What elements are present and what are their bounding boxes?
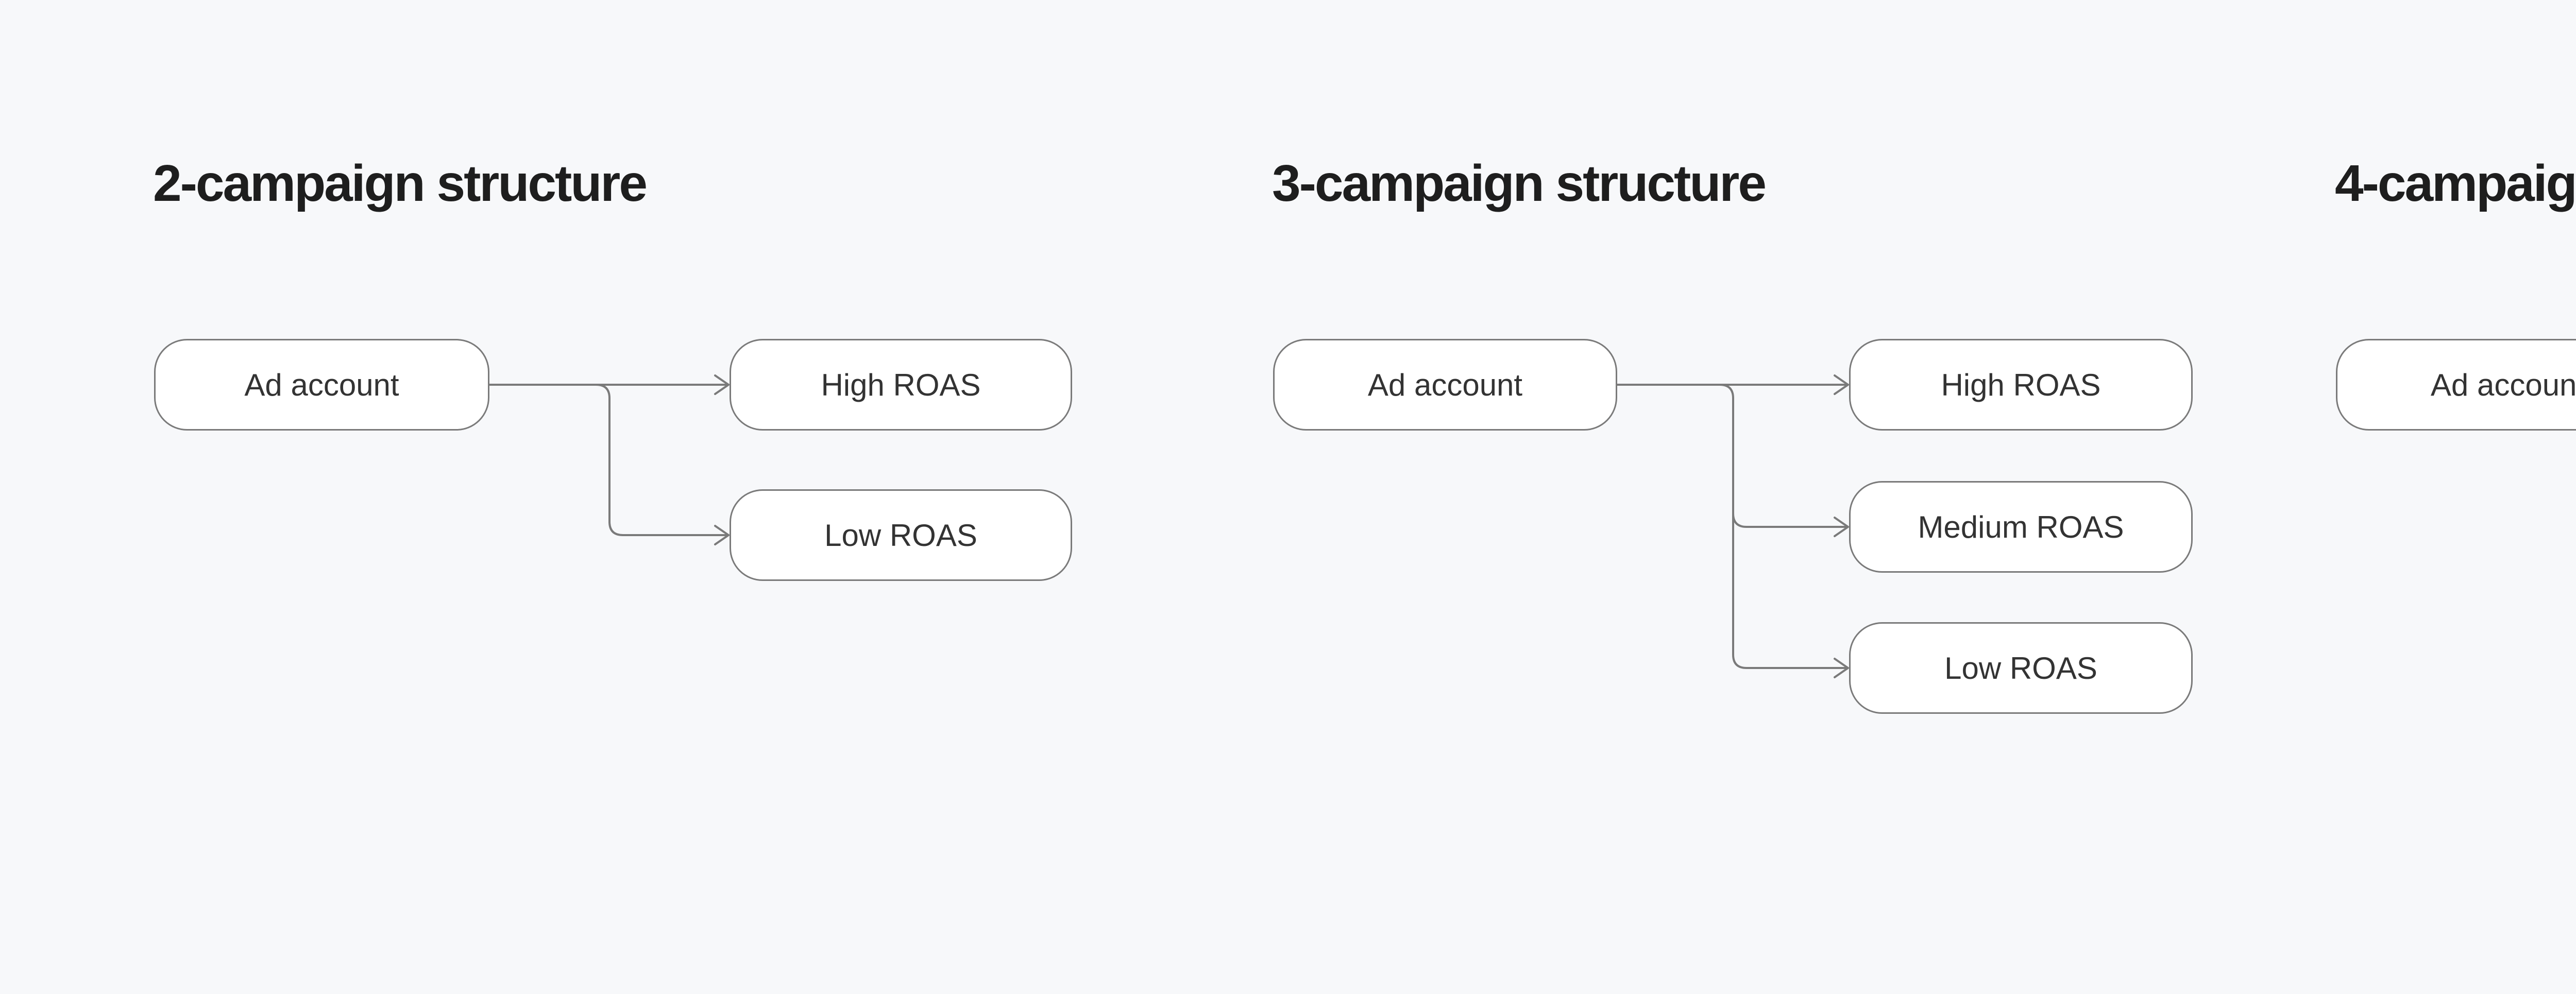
node-low-roas: Low ROAS bbox=[730, 489, 1072, 581]
edge-arrowhead-icon bbox=[1834, 374, 1849, 395]
diagram-title-3-campaign-structure: 3-campaign structure bbox=[1272, 155, 1767, 212]
edge-arrowhead-icon bbox=[714, 374, 730, 395]
diagram-title-4-campaign-structure: 4-campaign structure bbox=[2335, 155, 2576, 212]
connector-edge bbox=[1732, 512, 1847, 528]
node-high-roas: High ROAS bbox=[1849, 339, 2193, 431]
node-medium-roas: Medium ROAS bbox=[1849, 481, 2193, 573]
node-ad-account: Ad account bbox=[1273, 339, 1617, 431]
node-high-roas: High ROAS bbox=[730, 339, 1072, 431]
connector-edge bbox=[595, 384, 727, 536]
connector-edge bbox=[1719, 384, 1847, 669]
node-ad-account: Ad account bbox=[2336, 339, 2576, 431]
edge-arrowhead-icon bbox=[1834, 658, 1849, 678]
node-ad-account: Ad account bbox=[154, 339, 489, 431]
edge-arrowhead-icon bbox=[714, 525, 730, 545]
edge-arrowhead-icon bbox=[1834, 517, 1849, 537]
node-low-roas: Low ROAS bbox=[1849, 622, 2193, 714]
diagram-title-2-campaign-structure: 2-campaign structure bbox=[153, 155, 648, 212]
